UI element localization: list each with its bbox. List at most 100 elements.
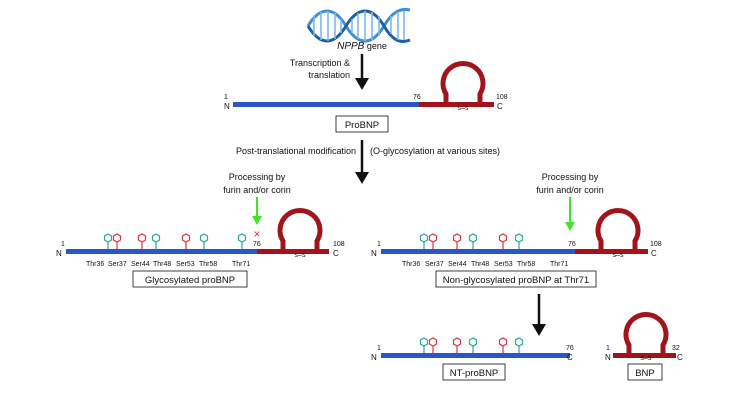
svg-text:Thr71: Thr71: [550, 261, 568, 268]
svg-text:C: C: [677, 353, 683, 362]
disulfide-loop-icon: [623, 312, 669, 355]
probnp-top: s–s N 1 76 108 C: [224, 61, 508, 112]
svg-text:C: C: [497, 102, 503, 111]
svg-text:108: 108: [650, 241, 662, 248]
svg-text:N: N: [605, 353, 611, 362]
site-labels-left: Thr36 Ser37 Ser44 Thr48 Ser53 Thr58 Thr7…: [86, 261, 250, 268]
svg-text:32: 32: [672, 345, 680, 352]
svg-text:Ser44: Ser44: [131, 261, 150, 268]
probnp-box: [335, 115, 389, 133]
svg-text:C: C: [651, 249, 657, 258]
o-glycan-icon: [137, 233, 147, 249]
o-glycan-icon: [199, 233, 209, 249]
svg-text:108: 108: [333, 241, 345, 248]
o-glycan-icon: [181, 233, 191, 249]
ptm-detail: (O-glycosylation at various sites): [370, 146, 500, 156]
svg-text:Thr36: Thr36: [86, 261, 104, 268]
o-glycan-icon: [468, 337, 478, 353]
o-glycan-icon: [498, 233, 508, 249]
svg-text:N: N: [56, 249, 62, 258]
o-glycan-icon: [419, 337, 429, 353]
svg-text:1: 1: [377, 345, 381, 352]
svg-text:Ser44: Ser44: [448, 261, 467, 268]
glycosylated-probnp: s–s N 1 76 108 C: [56, 208, 345, 259]
probnp-label: ProBNP: [345, 120, 379, 131]
bnp-label: BNP: [635, 368, 655, 379]
o-glycan-icon: [237, 233, 247, 249]
nt-chain: [66, 249, 257, 254]
ptm-arrow: [355, 140, 369, 184]
dna-icon: [306, 8, 411, 43]
non-glycosylated-probnp: s–s N 1 76 108 C: [371, 208, 662, 259]
processing-arrow-right: [565, 197, 575, 231]
glycosylated-probnp-label: Glycosylated proBNP: [145, 275, 235, 286]
o-glycan-icon: [112, 233, 122, 249]
processing-label-right-2: furin and/or corin: [536, 185, 604, 195]
svg-text:s–s: s–s: [613, 252, 624, 259]
transcription-label-line1: Transcription &: [290, 58, 350, 68]
nt-chain: [381, 353, 570, 358]
bnp-chain: [257, 249, 329, 254]
o-glycan-icon: [514, 337, 524, 353]
svg-text:76: 76: [566, 345, 574, 352]
svg-text:Thr58: Thr58: [517, 261, 535, 268]
svg-text:Thr48: Thr48: [153, 261, 171, 268]
svg-text:s–s: s–s: [641, 355, 652, 362]
svg-text:Thr71: Thr71: [232, 261, 250, 268]
svg-text:1: 1: [606, 345, 610, 352]
svg-text:76: 76: [568, 241, 576, 248]
bnp-chain: [419, 102, 494, 107]
processing-label-right-1: Processing by: [542, 172, 599, 182]
svg-text:Ser37: Ser37: [425, 261, 444, 268]
bnp-box: [627, 363, 663, 381]
o-glycan-icon: [419, 233, 429, 249]
svg-text:76: 76: [413, 94, 421, 101]
svg-text:s–s: s–s: [295, 252, 306, 259]
svg-text:Thr36: Thr36: [402, 261, 420, 268]
ptm-label: Post-translational modification: [236, 146, 356, 156]
bnp-chain: [575, 249, 648, 254]
svg-text:76: 76: [253, 241, 261, 248]
o-glycan-icon: [452, 337, 462, 353]
svg-text:C: C: [567, 353, 573, 362]
nt-chain: [381, 249, 575, 254]
o-glycan-icon: [151, 233, 161, 249]
svg-text:Thr58: Thr58: [199, 261, 217, 268]
o-glycan-icon: [468, 233, 478, 249]
glycosylated-probnp-box: [132, 270, 248, 288]
bnp: s–s N 1 32 C: [605, 312, 683, 362]
cleavage-arrow: [532, 294, 546, 336]
svg-text:Thr48: Thr48: [471, 261, 489, 268]
bnp-chain: [613, 353, 676, 358]
disulfide-loop-icon: [277, 208, 323, 251]
cleavage-blocked-icon: ×: [253, 227, 260, 241]
o-glycan-icon: [452, 233, 462, 249]
svg-text:s–s: s–s: [458, 105, 469, 112]
svg-text:1: 1: [224, 94, 228, 101]
svg-text:108: 108: [496, 94, 508, 101]
glycan-sites-right: [419, 233, 524, 249]
gene-label: NPPB gene: [337, 41, 387, 52]
glycan-sites-left: [103, 233, 247, 249]
o-glycan-icon: [103, 233, 113, 249]
svg-text:N: N: [371, 353, 377, 362]
o-glycan-icon: [498, 337, 508, 353]
disulfide-loop-icon: [440, 61, 486, 104]
svg-text:C: C: [333, 249, 339, 258]
processing-label-left-1: Processing by: [229, 172, 286, 182]
svg-text:N: N: [371, 249, 377, 258]
processing-arrow-left: [252, 197, 262, 225]
processing-label-left-2: furin and/or corin: [223, 185, 291, 195]
nt-probnp: N 1 76 C: [371, 345, 574, 362]
svg-text:Ser53: Ser53: [176, 261, 195, 268]
disulfide-loop-icon: [595, 208, 641, 251]
site-labels-right: Thr36 Ser37 Ser44 Thr48 Ser53 Thr58 Thr7…: [402, 261, 568, 268]
non-glycosylated-probnp-label: Non-glycosylated proBNP at Thr71: [443, 275, 589, 286]
svg-text:N: N: [224, 102, 230, 111]
svg-text:Ser53: Ser53: [494, 261, 513, 268]
nt-probnp-box: [442, 363, 506, 381]
nt-probnp-label: NT-proBNP: [450, 368, 499, 379]
svg-text:1: 1: [377, 241, 381, 248]
o-glycan-icon: [428, 337, 438, 353]
